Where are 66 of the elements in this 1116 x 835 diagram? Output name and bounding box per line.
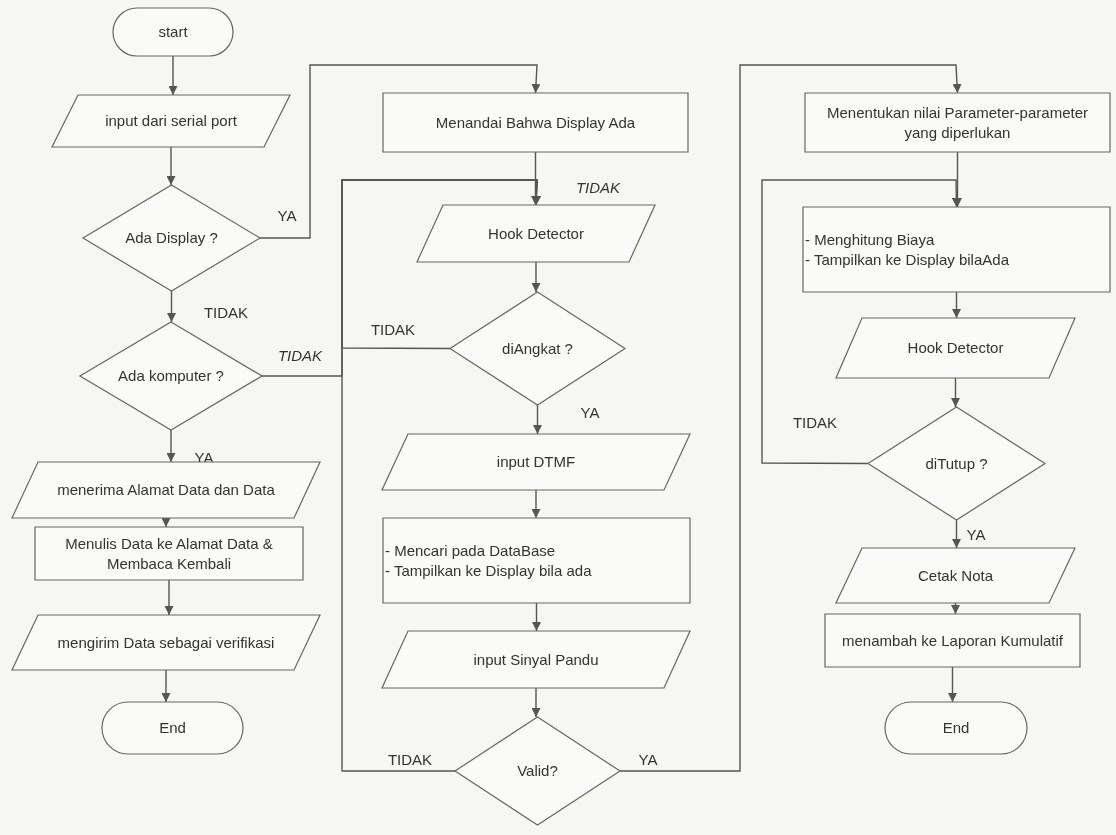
flow-arrow <box>951 377 960 408</box>
node-text: Ada Display ? <box>125 228 218 248</box>
flow-arrow <box>259 64 541 239</box>
input-output-parallelogram <box>417 205 655 262</box>
terminator-shape <box>113 8 233 56</box>
process-box <box>803 207 1110 292</box>
flow-arrow <box>161 517 171 528</box>
flow-arrow <box>168 55 178 96</box>
flow-arrow <box>166 429 176 463</box>
flow-arrow <box>952 519 961 549</box>
flow-arrow <box>341 179 541 772</box>
input-output-parallelogram <box>52 95 290 147</box>
flow-arrow <box>951 602 960 615</box>
process-box <box>383 518 690 603</box>
node-text: Menentukan nilai Parameter-parameter yang diperlukan <box>826 103 1089 142</box>
flow-arrow <box>164 579 174 616</box>
flow-arrow <box>948 666 957 703</box>
node-text: input Sinyal Pandu <box>473 649 599 670</box>
node-text: - Tampilkan ke Display bila ada <box>384 560 592 580</box>
flow-arrow <box>533 404 542 435</box>
node-text: Ada komputer ? <box>118 366 224 386</box>
input-output-parallelogram <box>12 615 320 670</box>
flow-arrow <box>531 489 541 519</box>
node-text: diTutup ? <box>925 453 988 474</box>
node-text: - Menghitung Biaya <box>804 230 935 250</box>
node-text: start <box>158 22 188 42</box>
flow-arrow <box>952 291 961 319</box>
node-text: input DTMF <box>496 452 576 472</box>
process-box <box>805 93 1110 152</box>
decision-diamond <box>450 292 625 405</box>
flow-arrow <box>531 261 541 293</box>
flow-arrow <box>161 669 171 703</box>
node-text: input dari serial port <box>105 111 237 131</box>
node-text: Cetak Nota <box>917 565 993 586</box>
node-text: - Tampilkan ke Display bilaAda <box>804 249 1009 269</box>
input-output-parallelogram <box>12 462 320 518</box>
flow-arrow <box>619 64 962 772</box>
decision-diamond <box>80 322 262 430</box>
process-box <box>825 614 1080 667</box>
node-text: Menandai Bahwa Display Ada <box>435 112 636 133</box>
node-text: Valid? <box>517 761 558 781</box>
node-text: menerima Alamat Data dan Data <box>57 480 275 500</box>
node-text: diAngkat ? <box>502 338 573 359</box>
process-box <box>383 93 688 152</box>
node-text: End <box>159 718 186 738</box>
decision-diamond <box>868 407 1045 520</box>
flow-arrow <box>531 687 541 718</box>
input-output-parallelogram <box>836 318 1075 378</box>
terminator-shape <box>102 702 243 754</box>
node-text: Hook Detector <box>488 223 584 244</box>
input-output-parallelogram <box>836 548 1075 603</box>
node-text: End <box>942 718 970 738</box>
node-text: Menulis Data ke Alamat Data & Membaca Kembali <box>64 534 274 573</box>
decision-diamond <box>83 185 260 291</box>
input-output-parallelogram <box>382 631 690 688</box>
process-box <box>35 527 303 580</box>
input-output-parallelogram <box>382 434 690 490</box>
decision-diamond <box>455 717 620 825</box>
node-text: Hook Detector <box>907 338 1004 358</box>
flow-arrow <box>166 146 176 186</box>
flow-arrow <box>532 602 541 632</box>
node-text: menambah ke Laporan Kumulatif <box>842 630 1063 651</box>
node-text: mengirim Data sebagai verifikasi <box>57 632 275 653</box>
terminator-shape <box>885 702 1027 754</box>
flow-arrow <box>167 290 176 323</box>
node-text: - Mencari pada DataBase <box>384 541 556 561</box>
